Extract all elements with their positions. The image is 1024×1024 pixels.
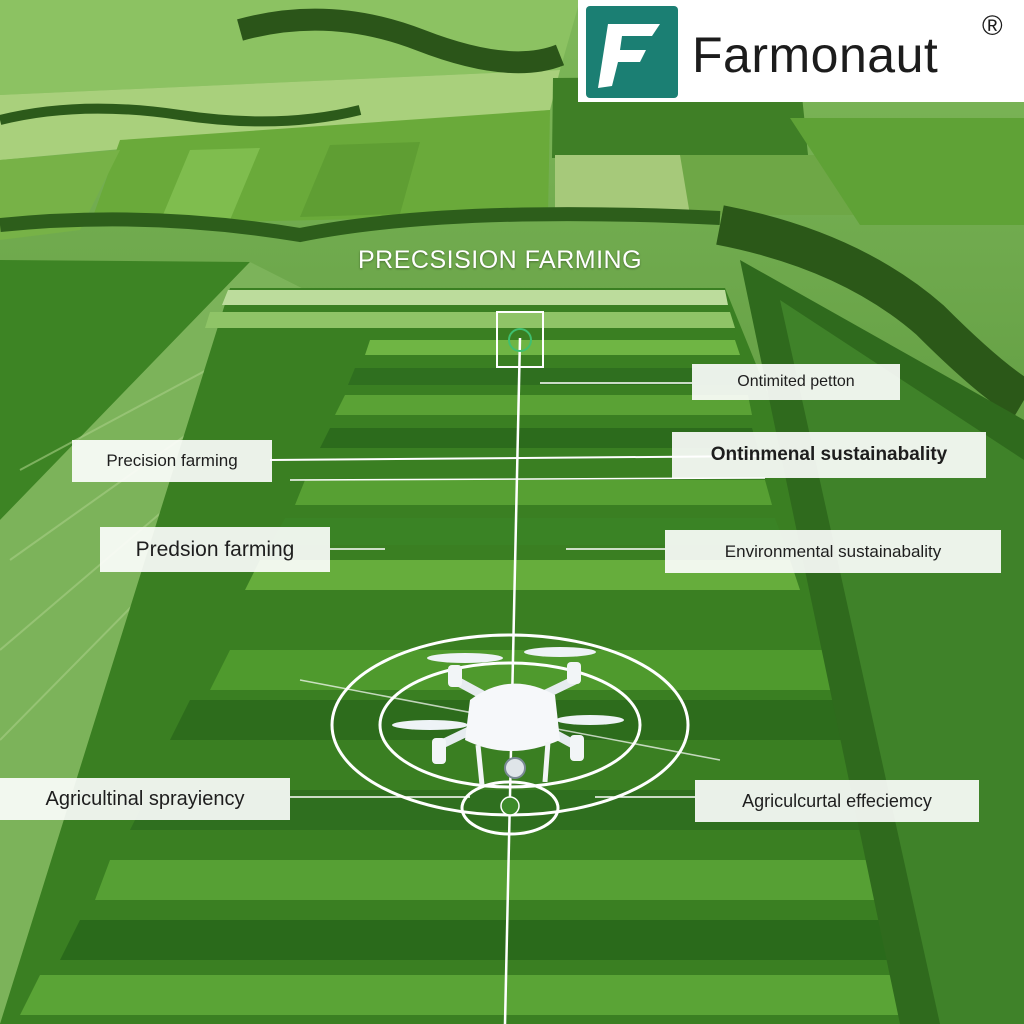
label-environmental-sustainabality: Environmental sustainabality: [665, 530, 1001, 573]
drone-icon: [392, 647, 624, 786]
label-agriculcurtal-effeciemcy: Agriculcurtal effeciemcy: [695, 780, 979, 822]
brand-logo: Farmonaut ®: [578, 0, 1024, 102]
label-ontinmenal-sustainabality: Ontinmenal sustainabality: [672, 432, 986, 478]
registered-mark: ®: [982, 10, 1003, 41]
label-predsion-farming: Predsion farming: [100, 527, 330, 572]
farmonaut-logo-icon: [586, 6, 678, 98]
label-precision-farming-1: Precision farming: [72, 440, 272, 482]
brand-name: Farmonaut: [692, 27, 939, 83]
label-ontimited-petton: Ontimited petton: [692, 364, 900, 400]
label-agricultinal-sprayiency: Agricultinal sprayiency: [0, 778, 290, 820]
page-title: PRECSISION FARMING: [358, 246, 643, 274]
